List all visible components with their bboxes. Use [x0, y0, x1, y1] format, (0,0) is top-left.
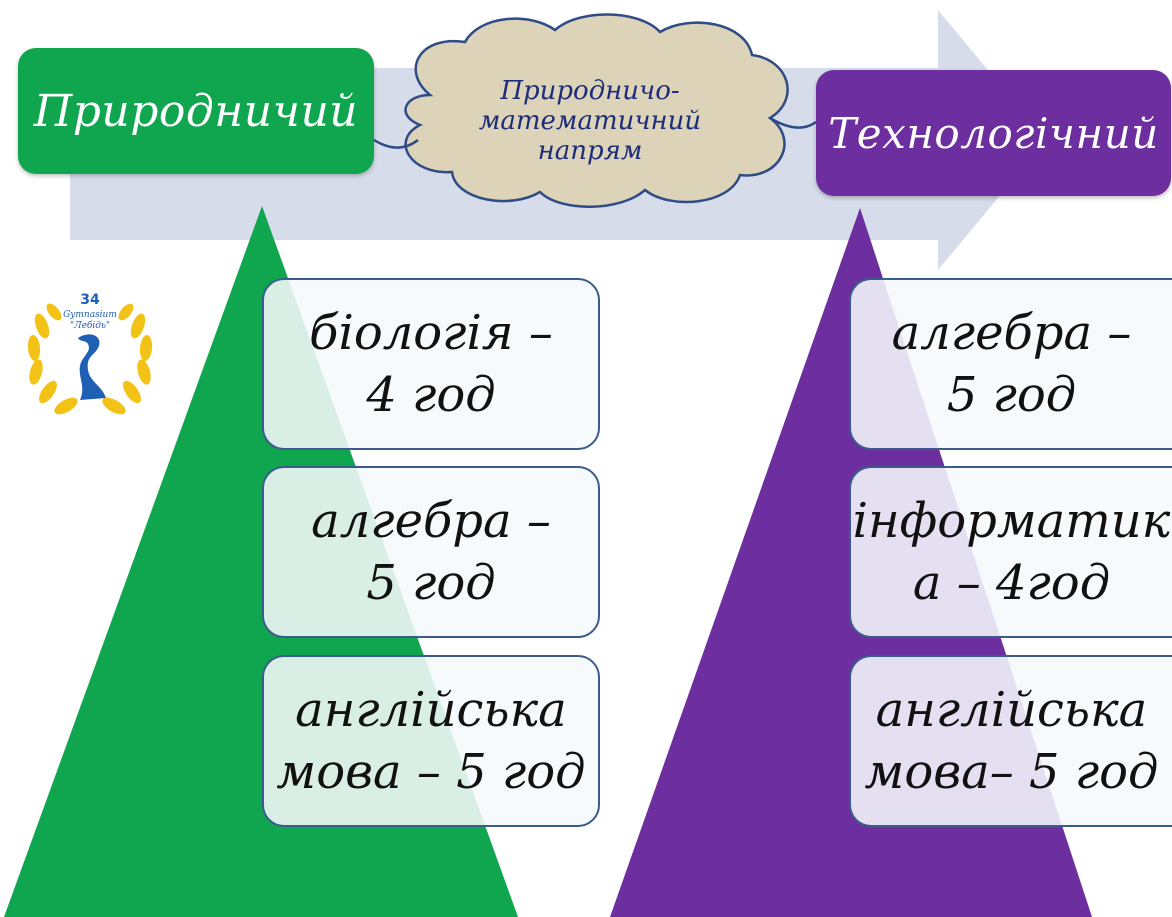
right-subject-english: англійська мова– 5 год — [849, 655, 1172, 827]
right-box3-line1: англійська — [875, 682, 1148, 738]
right-box1-line1: алгебра – — [891, 305, 1132, 361]
left-subject-english: англійська мова – 5 год — [262, 655, 600, 827]
cloud-label: Природничо- математичний напрям — [420, 52, 760, 190]
header-natural-science-label: Природничий — [33, 85, 359, 137]
cloud-line-2: математичний — [478, 106, 702, 136]
left-subject-biology: біологія – 4 год — [262, 278, 600, 450]
left-box3-line1: англійська — [295, 682, 567, 738]
logo-number: 34 — [80, 292, 100, 308]
right-box2-line2: а – 4год — [912, 555, 1111, 611]
laurel-wreath-icon — [27, 303, 153, 415]
right-box3-line2: мова– 5 год — [864, 744, 1159, 800]
right-box2-line1: інформатик — [852, 493, 1171, 549]
cloud-line-1: Природничо- — [500, 76, 680, 106]
header-technological-label: Технологічний — [828, 108, 1159, 158]
left-subject-algebra: алгебра – 5 год — [262, 466, 600, 638]
right-box1-line2: 5 год — [946, 367, 1077, 423]
header-natural-science: Природничий — [18, 48, 374, 174]
logo-line-2: "Лебідь" — [70, 320, 110, 331]
left-box3-line2: мова – 5 год — [276, 744, 586, 800]
logo-line-1: Gymnasium — [63, 310, 117, 320]
right-subject-algebra: алгебра – 5 год — [849, 278, 1172, 450]
left-box2-line2: 5 год — [366, 555, 496, 611]
school-logo: 34 Gymnasium "Лебідь" — [27, 292, 153, 415]
cloud-line-3: напрям — [537, 136, 643, 166]
right-subject-informatics: інформатик а – 4год — [849, 466, 1172, 638]
left-box1-line2: 4 год — [366, 367, 496, 423]
swan-icon — [78, 334, 106, 400]
left-box2-line1: алгебра – — [311, 493, 551, 549]
header-technological: Технологічний — [816, 70, 1171, 196]
left-box1-line1: біологія – — [309, 305, 553, 361]
